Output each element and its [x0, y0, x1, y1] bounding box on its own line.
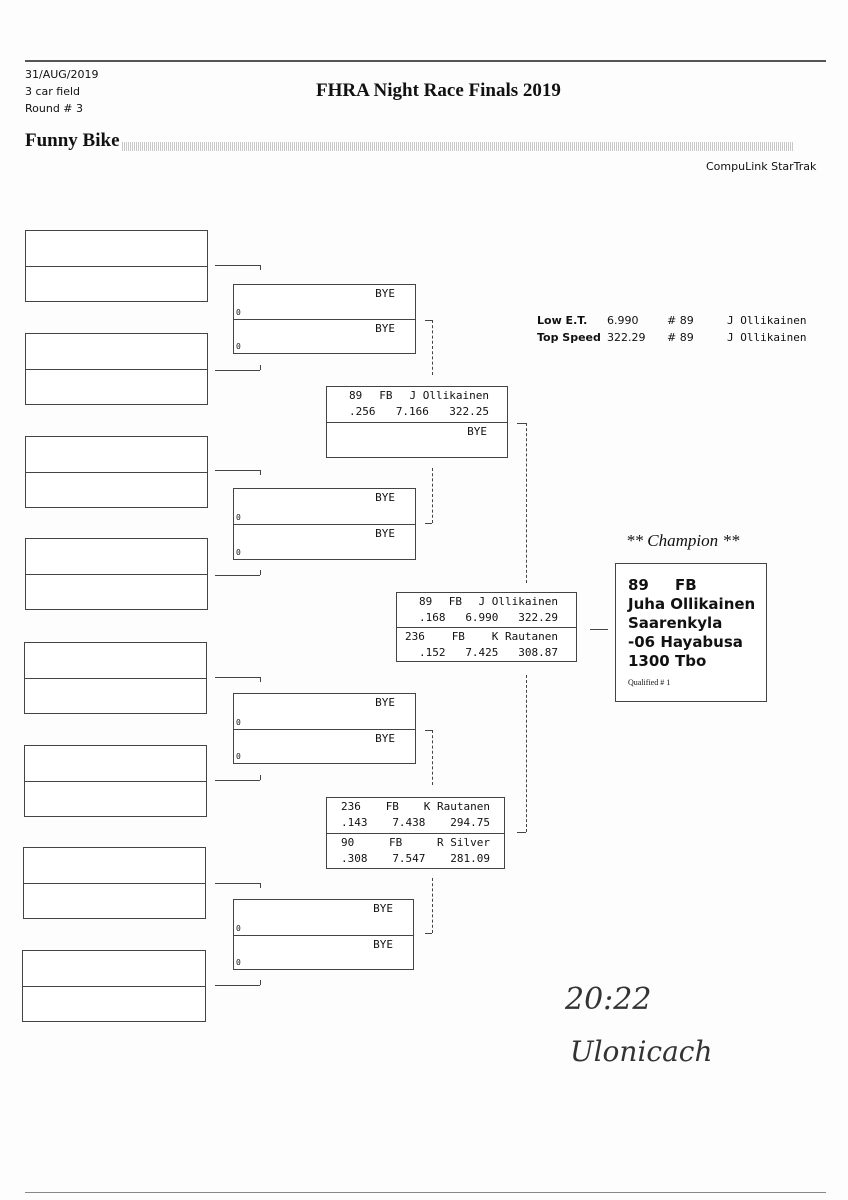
lane-zero: 0 — [236, 958, 241, 967]
reaction-time: .168 — [419, 611, 446, 624]
shaded-bar — [122, 142, 794, 151]
class-title: Funny Bike — [25, 130, 120, 151]
driver-name: K Rautanen — [491, 630, 558, 643]
handwritten-time: 20:22 — [565, 982, 652, 1017]
driver-name: J Ollikainen — [409, 389, 489, 402]
reaction-time: .152 — [419, 646, 446, 659]
top-speed-car: # 89 — [667, 331, 694, 344]
elapsed-time: 7.425 — [465, 646, 499, 659]
round2-pair: BYE 0 BYE 0 — [233, 693, 416, 764]
lane-bye: BYE — [375, 696, 395, 709]
lane-bye: BYE — [375, 731, 395, 745]
car-number: 89 — [419, 595, 433, 608]
lane-zero: 0 — [236, 548, 241, 557]
car-class: FB — [379, 389, 393, 402]
field-size: 3 car field — [25, 85, 81, 98]
round-number: Round # 3 — [25, 102, 84, 115]
champion-qualified: Qualified # 1 — [628, 678, 671, 687]
handwritten-signature: Ulonicach — [570, 1035, 713, 1068]
round1-slot — [25, 230, 208, 302]
round2-pair: BYE 0 BYE 0 — [233, 899, 414, 970]
round2-pair: BYE 0 BYE 0 — [233, 284, 416, 354]
event-title: FHRA Night Race Finals 2019 — [316, 80, 561, 101]
round1-slot — [25, 333, 208, 405]
car-number: 89 — [349, 389, 363, 402]
champion-car: 89 FB — [628, 576, 697, 594]
low-et-driver: J Ollikainen — [727, 314, 807, 327]
round1-slot — [23, 847, 206, 919]
lane-bye: BYE — [375, 287, 395, 300]
car-class: FB — [385, 800, 399, 813]
lane-bye: BYE — [375, 322, 395, 335]
lane-zero: 0 — [236, 923, 241, 933]
speed: 322.25 — [449, 405, 489, 418]
bottom-rule — [25, 1192, 826, 1193]
lane-bye: BYE — [375, 491, 395, 504]
car-number: 236 — [405, 630, 425, 643]
records-table: Low E.T. 6.990 # 89 J Ollikainen Top Speed 3… — [537, 312, 806, 346]
lane-zero: 0 — [236, 342, 241, 351]
elapsed-time: 7.166 — [395, 405, 429, 418]
lane-zero: 0 — [236, 717, 241, 727]
reaction-time: .143 — [341, 816, 368, 829]
reaction-time: .256 — [349, 405, 376, 418]
reaction-time: .308 — [341, 852, 368, 865]
elapsed-time: 7.438 — [392, 816, 426, 829]
champion-box: 89 FB Juha Ollikainen Saarenkyla -06 Hay… — [615, 563, 767, 702]
lane-zero: 0 — [236, 513, 241, 522]
lane-bye: BYE — [373, 902, 393, 915]
round1-slot — [22, 950, 206, 1022]
lane-zero: 0 — [236, 308, 241, 317]
elapsed-time: 7.547 — [392, 852, 426, 865]
lane-zero: 0 — [236, 752, 241, 761]
car-class: FB — [448, 595, 462, 608]
speed: 322.29 — [518, 611, 558, 624]
header-info: 31/AUG/2019 3 car field Round # 3 — [25, 66, 99, 117]
top-speed-driver: J Ollikainen — [727, 331, 807, 344]
speed: 281.09 — [450, 852, 490, 865]
low-et-value: 6.990 — [607, 314, 639, 327]
lane-bye: BYE — [375, 527, 395, 540]
race-date: 31/AUG/2019 — [25, 68, 99, 81]
champion-engine: 1300 Tbo — [628, 652, 707, 670]
driver-name: R Silver — [437, 836, 490, 849]
car-class: FB — [389, 836, 403, 849]
speed: 294.75 — [450, 816, 490, 829]
lane-bye: BYE — [467, 425, 487, 438]
round1-slot — [25, 436, 208, 508]
speed: 308.87 — [518, 646, 558, 659]
champion-label: ** Champion ** — [626, 531, 740, 550]
car-number: 236 — [341, 800, 361, 813]
round1-slot — [24, 745, 207, 817]
car-number: 90 — [341, 836, 355, 849]
top-rule — [25, 60, 826, 62]
champion-vehicle: -06 Hayabusa — [628, 633, 743, 651]
top-speed-value: 322.29 — [607, 331, 646, 344]
low-et-label: Low E.T. — [537, 314, 588, 327]
round3-pair: 89 FB J Ollikainen .256 7.166 322.25 BYE — [326, 386, 508, 458]
round1-slot — [25, 538, 208, 610]
elapsed-time: 6.990 — [465, 611, 499, 624]
champion-name: Juha Ollikainen — [628, 595, 756, 613]
lane-bye: BYE — [373, 937, 393, 951]
car-class: FB — [451, 630, 465, 643]
top-speed-label: Top Speed — [537, 331, 601, 344]
champion-town: Saarenkyla — [628, 614, 723, 632]
driver-name: J Ollikainen — [478, 595, 558, 608]
driver-name: K Rautanen — [423, 800, 490, 813]
low-et-car: # 89 — [667, 314, 694, 327]
round1-slot — [24, 642, 207, 714]
round2-pair: BYE 0 BYE 0 — [233, 488, 416, 560]
software-name: CompuLink StarTrak — [706, 160, 817, 173]
